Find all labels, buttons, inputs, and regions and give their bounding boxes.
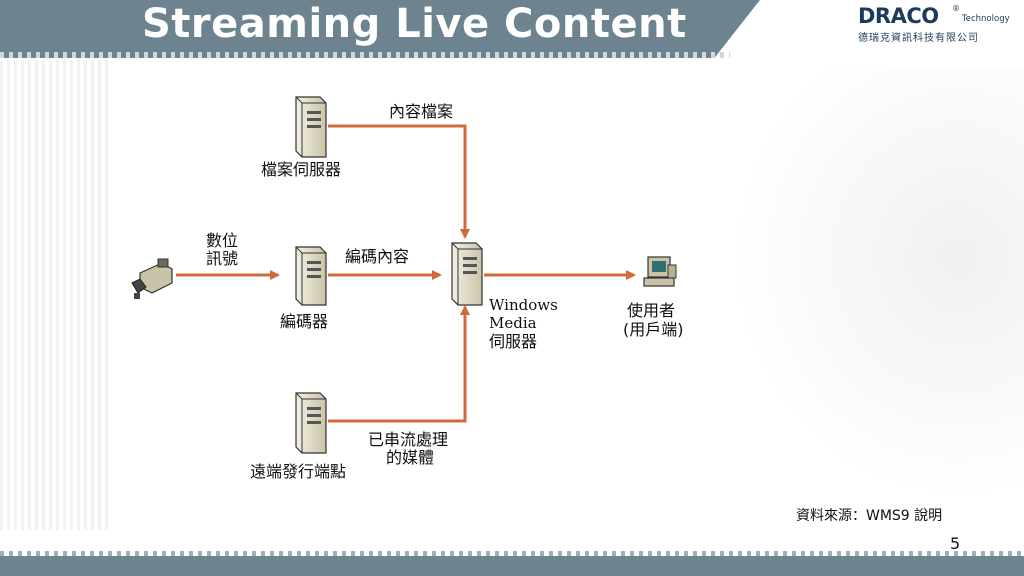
edge-label-digital-signal-line2: 訊號 — [206, 249, 239, 268]
footer-band — [0, 556, 1024, 576]
edge-label-content-file: 內容檔案 — [389, 102, 454, 121]
company-logo: DRACO ® Technology 德瑞克資訊科技有限公司 — [858, 4, 1024, 44]
source-note: 資料來源：WMS9 說明 — [796, 508, 943, 524]
wms-label-line1: Windows — [489, 296, 558, 314]
file-server-label: 檔案伺服器 — [261, 160, 342, 179]
background-stripes — [0, 60, 110, 530]
user-label-line2: (用戶端) — [623, 320, 684, 339]
edge-label-encoded-content: 編碼內容 — [345, 247, 410, 266]
logo-registered-mark: ® — [952, 4, 960, 13]
logo-wordmark: DRACO — [858, 4, 939, 28]
edge-label-streamed-media-line1: 已串流處理 — [368, 430, 449, 449]
edge-label-streamed-media-line2: 的媒體 — [386, 448, 435, 467]
slide-title: Streaming Live Content — [142, 1, 687, 47]
page-number: 5 — [950, 534, 961, 553]
logo-subtitle: Technology — [962, 14, 1010, 24]
encoder-label: 編碼器 — [280, 312, 329, 331]
wms-label-line2: Media — [489, 314, 537, 332]
video-camera-icon — [131, 258, 173, 299]
remote-publisher-label: 遠端發行端點 — [250, 462, 347, 481]
diagram-canvas — [131, 96, 677, 454]
arrow-remote-to-wms — [328, 305, 470, 423]
file-server-icon — [295, 96, 327, 158]
edge-label-digital-signal-line1: 數位 — [206, 231, 239, 250]
slide-header: Streaming Live Content DRACO ® Technolog… — [0, 0, 1024, 62]
footer-dotted-line — [0, 551, 1024, 556]
windows-media-server-icon — [451, 242, 483, 306]
arrow-file-to-wms — [328, 124, 470, 239]
user-label-line1: 使用者 — [627, 301, 676, 320]
background-wave — [694, 70, 1024, 540]
header-dotted-line — [0, 52, 730, 58]
remote-publisher-icon — [295, 392, 327, 454]
streaming-diagram: 檔案伺服器 編碼器 遠端發行端點 Windows Media 伺服器 使用者 (… — [118, 75, 710, 495]
wms-label-line3: 伺服器 — [489, 332, 538, 351]
encoder-icon — [295, 246, 327, 306]
header-band — [0, 0, 760, 58]
logo-chinese-name: 德瑞克資訊科技有限公司 — [858, 33, 979, 44]
user-computer-icon — [643, 256, 677, 287]
